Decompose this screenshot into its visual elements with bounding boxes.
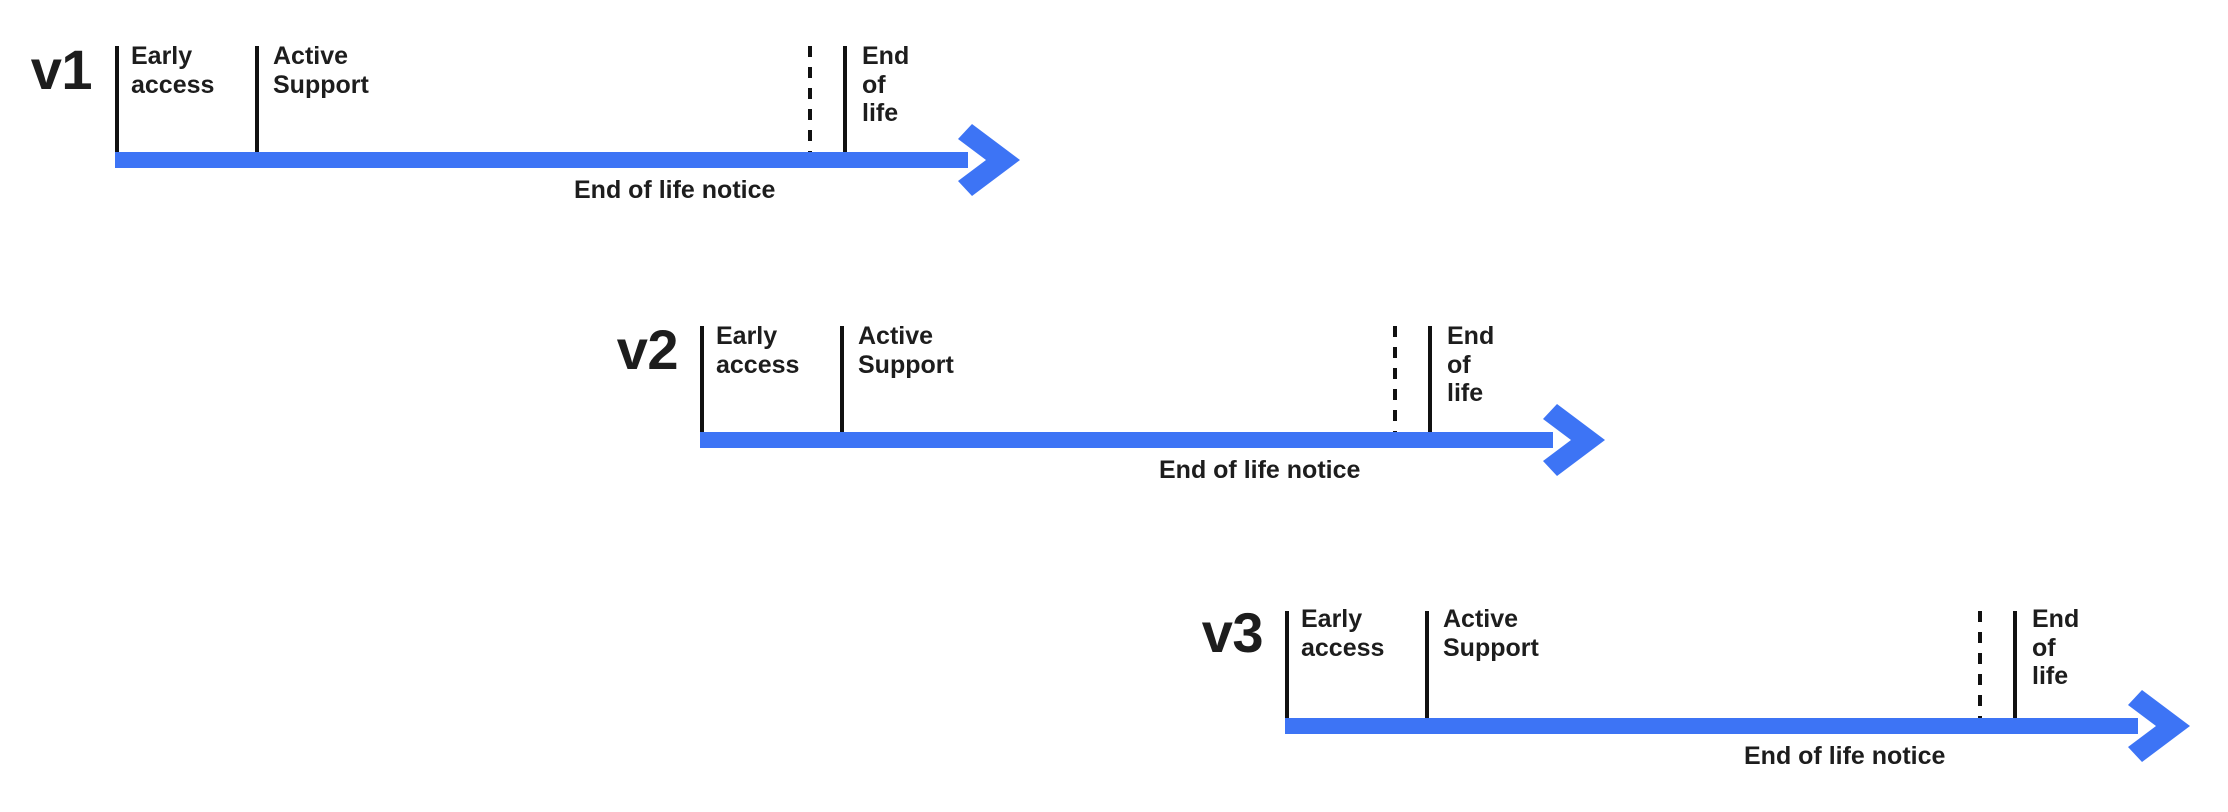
phase-divider-tick — [255, 46, 259, 168]
phase-label-early-access: Early access — [131, 42, 215, 99]
phase-label-end-of-life: End of life — [862, 42, 910, 127]
timeline-arrowhead-icon — [1543, 404, 1605, 476]
phase-label-active-support: Active Support — [273, 42, 369, 99]
timeline-arrowhead-icon — [958, 124, 1020, 196]
timeline-shaft — [1285, 718, 2138, 734]
caption-end-of-life-notice: End of life notice — [574, 176, 776, 204]
phase-label-end-of-life: End of life — [2032, 605, 2080, 690]
phase-divider-tick — [2013, 611, 2017, 734]
phase-label-early-access: Early access — [716, 322, 800, 379]
timeline-shaft — [700, 432, 1553, 448]
end-of-life-notice-dashed-marker — [808, 46, 812, 168]
phase-label-active-support: Active Support — [858, 322, 954, 379]
timeline-shaft — [115, 152, 968, 168]
phase-divider-tick — [840, 326, 844, 448]
phase-divider-tick — [700, 326, 704, 448]
phase-label-end-of-life: End of life — [1447, 322, 1495, 407]
version-label-v1: v1 — [30, 38, 93, 101]
phase-label-active-support: Active Support — [1443, 605, 1539, 662]
phase-divider-tick — [1425, 611, 1429, 734]
phase-divider-tick — [843, 46, 847, 168]
phase-divider-tick — [1428, 326, 1432, 448]
caption-end-of-life-notice: End of life notice — [1159, 456, 1361, 484]
end-of-life-notice-dashed-marker — [1393, 326, 1397, 448]
phase-divider-tick — [115, 46, 119, 168]
phase-divider-tick — [1285, 611, 1289, 734]
version-label-v2: v2 — [616, 318, 679, 381]
end-of-life-notice-dashed-marker — [1978, 611, 1982, 734]
version-label-v3: v3 — [1201, 601, 1264, 664]
timeline-arrowhead-icon — [2128, 690, 2190, 762]
caption-end-of-life-notice: End of life notice — [1744, 742, 1946, 770]
phase-label-early-access: Early access — [1301, 605, 1385, 662]
